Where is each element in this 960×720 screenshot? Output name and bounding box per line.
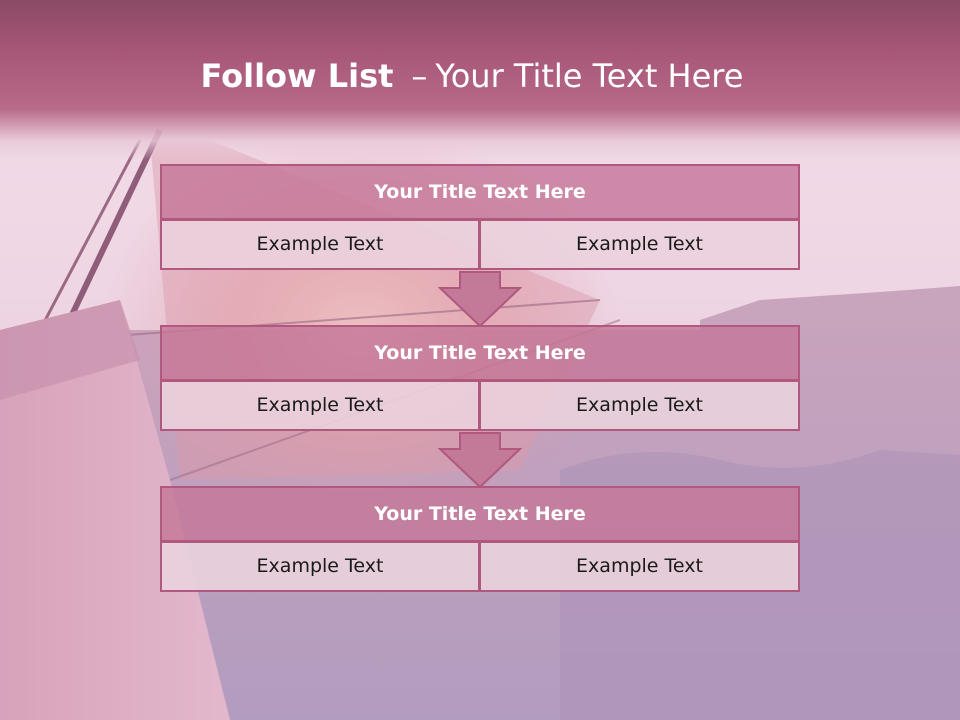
step-cell-right: Example Text xyxy=(480,220,800,270)
down-arrow-icon xyxy=(438,432,522,488)
step-cell-left: Example Text xyxy=(160,220,480,270)
title-separator: – xyxy=(411,57,428,95)
header-band xyxy=(0,0,960,160)
step-box-2: Your Title Text Here Example Text Exampl… xyxy=(160,325,800,433)
step-box-3: Your Title Text Here Example Text Exampl… xyxy=(160,486,800,594)
step-title: Your Title Text Here xyxy=(160,486,800,542)
step-cell-left: Example Text xyxy=(160,542,480,592)
step-cell-left: Example Text xyxy=(160,381,480,431)
down-arrow-icon xyxy=(438,271,522,327)
step-cell-right: Example Text xyxy=(480,542,800,592)
step-box-1: Your Title Text Here Example Text Exampl… xyxy=(160,164,800,272)
title-rest: Your Title Text Here xyxy=(435,57,744,95)
title-bold: Follow List xyxy=(200,57,394,95)
slide-title: Follow List–Your Title Text Here xyxy=(0,52,944,100)
step-cell-right: Example Text xyxy=(480,381,800,431)
step-title: Your Title Text Here xyxy=(160,325,800,381)
step-title: Your Title Text Here xyxy=(160,164,800,220)
